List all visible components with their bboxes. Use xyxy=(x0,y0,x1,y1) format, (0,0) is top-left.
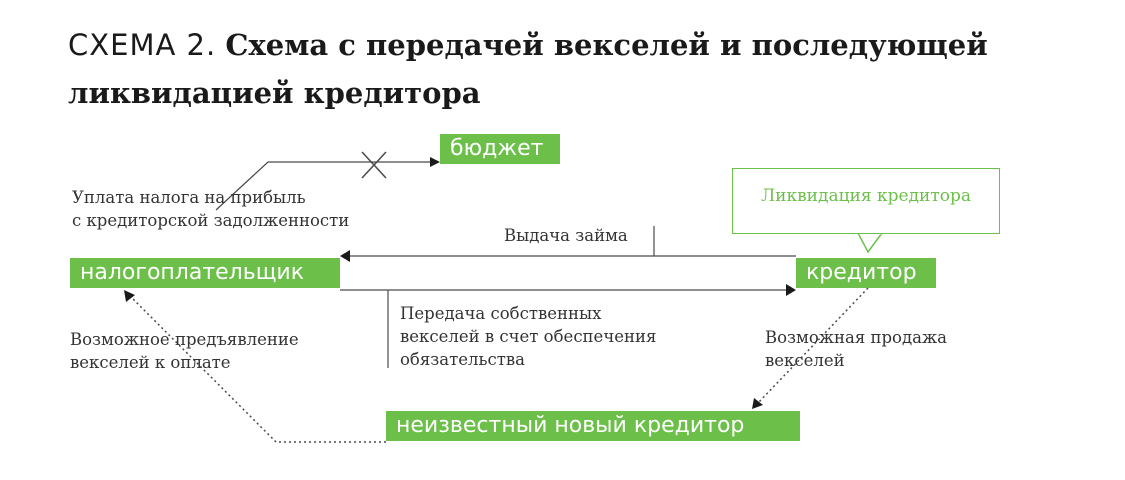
transfer-label: Передача собственных векселей в счет обе… xyxy=(400,302,656,371)
transfer-label-line-2: векселей в счет обеспечения xyxy=(400,327,657,346)
liquidation-callout: Ликвидация кредитора xyxy=(732,168,1000,234)
present-arrowhead xyxy=(124,290,135,302)
loan-arrowhead xyxy=(340,250,350,262)
node-taxpayer: налогоплательщик xyxy=(70,258,340,288)
diagram-title-line-1: СХЕМА 2. Схема с передачей векселей и по… xyxy=(68,28,988,62)
tax-label-line-1: Уплата налога на прибыль xyxy=(72,188,306,207)
sale-connector xyxy=(757,287,869,404)
transfer-arrowhead xyxy=(786,284,796,296)
tax-payment-arrowhead xyxy=(430,157,440,167)
sale-label-line-1: Возможная продажа xyxy=(765,328,947,347)
callout-text: Ликвидация кредитора xyxy=(760,186,972,206)
present-label-line-2: векселей к оплате xyxy=(70,353,231,372)
present-label-line-1: Возможное предъявление xyxy=(70,330,299,349)
tax-payment-label: Уплата налога на прибыль с кредиторской … xyxy=(72,186,349,232)
title-bold-line-1: Схема с передачей векселей и последующей xyxy=(225,28,988,62)
title-prefix: СХЕМА 2. xyxy=(68,28,217,62)
tax-label-line-2: с кредиторской задолженности xyxy=(72,211,350,230)
diagram-title-line-2: ликвидацией кредитора xyxy=(68,76,481,110)
callout-pointer xyxy=(857,232,883,254)
node-new-creditor: неизвестный новый кредитор xyxy=(386,411,800,441)
sale-label-line-2: векселей xyxy=(765,351,845,370)
cross-mark-b xyxy=(361,151,387,179)
node-creditor: кредитор xyxy=(796,258,936,288)
transfer-label-line-3: обязательства xyxy=(400,350,525,369)
sale-label: Возможная продажа векселей xyxy=(765,326,947,372)
present-label: Возможное предъявление векселей к оплате xyxy=(70,328,299,374)
loan-label: Выдача займа xyxy=(504,226,628,245)
transfer-label-line-1: Передача собственных xyxy=(400,304,602,323)
sale-arrowhead xyxy=(752,398,763,409)
present-connector xyxy=(129,295,386,443)
node-budget: бюджет xyxy=(440,134,560,164)
